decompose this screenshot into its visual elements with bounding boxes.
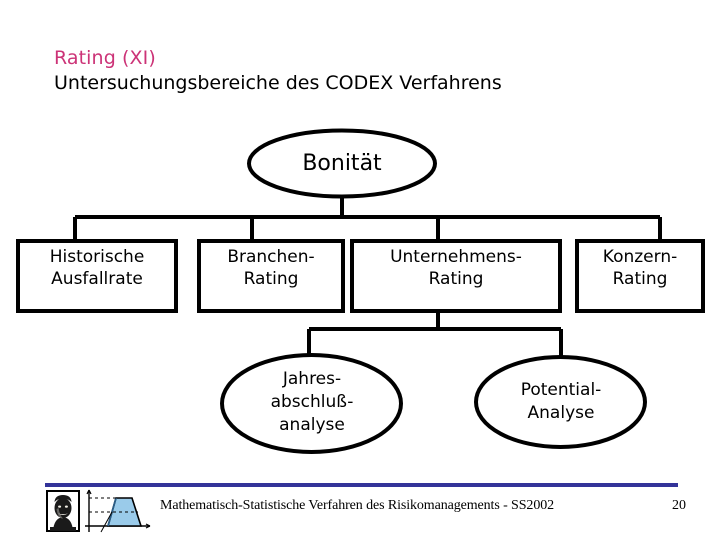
- gauss-portrait-icon: [50, 495, 76, 531]
- diagram-shapes: [16, 128, 705, 454]
- gaussian-curve-icon: [85, 489, 151, 533]
- node-historische-ausfallrate-shape[interactable]: [16, 239, 178, 313]
- node-potential-analyse-shape[interactable]: [474, 355, 647, 449]
- page-title: Rating (XI): [54, 47, 156, 69]
- footer-text: Mathematisch-Statistische Verfahren des …: [160, 498, 555, 513]
- footer-divider: [45, 483, 678, 487]
- node-branchen-rating-shape[interactable]: [197, 239, 345, 313]
- slide-footer: Mathematisch-Statistische Verfahren des …: [0, 470, 720, 540]
- node-konzern-rating-shape[interactable]: [575, 239, 705, 313]
- node-bonitaet-shape[interactable]: [247, 128, 437, 199]
- title-block: Rating (XI) Untersuchungsbereiche des CO…: [54, 46, 674, 96]
- footer-logo: [46, 489, 151, 533]
- page-subtitle: Untersuchungsbereiche des CODEX Verfahre…: [54, 72, 502, 94]
- node-unternehmens-rating-shape[interactable]: [350, 239, 562, 313]
- footer-page-number: 20: [672, 498, 686, 513]
- node-jahresabschlussanalyse-shape[interactable]: [220, 353, 403, 454]
- org-diagram: Bonität Historische Ausfallrate Branchen…: [16, 128, 705, 454]
